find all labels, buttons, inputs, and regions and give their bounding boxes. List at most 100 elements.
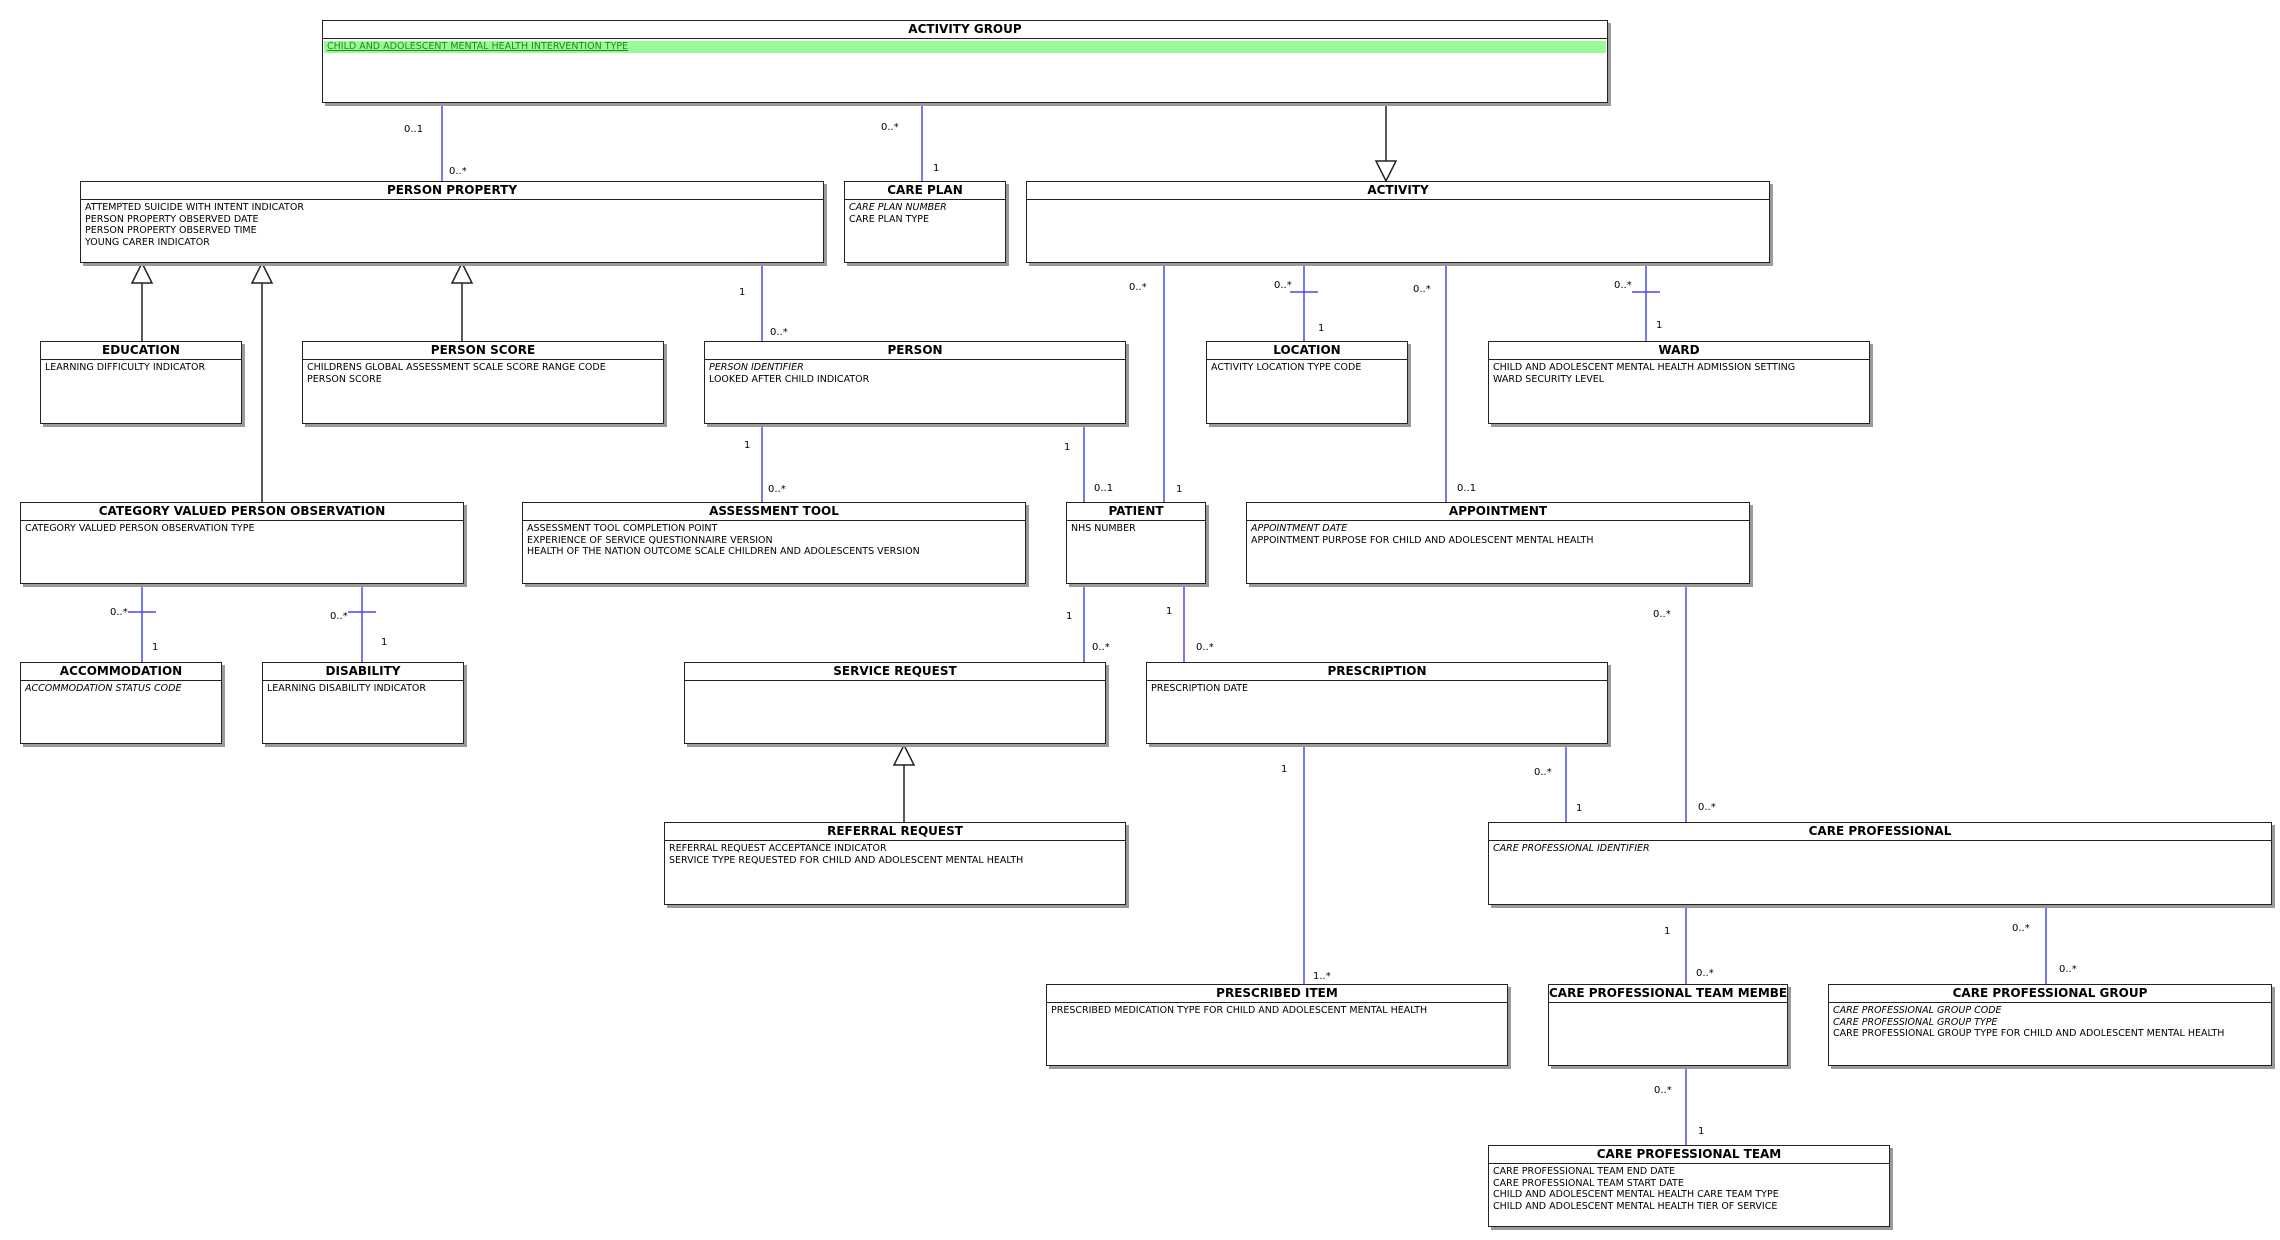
attribute-list: ACCOMMODATION STATUS CODE (21, 681, 221, 697)
multiplicity-label: 1 (1656, 320, 1663, 331)
attribute-list: NHS NUMBER (1067, 521, 1205, 537)
multiplicity-label: 1 (1281, 764, 1288, 775)
entity-title: PRESCRIBED ITEM (1047, 985, 1507, 1003)
attribute: PRESCRIPTION DATE (1151, 683, 1249, 694)
entity-title: CARE PLAN (845, 182, 1005, 200)
multiplicity-label: 0..* (1698, 802, 1716, 813)
entity-title: DISABILITY (263, 663, 463, 681)
entity-disability[interactable]: DISABILITY LEARNING DISABILITY INDICATOR (262, 662, 464, 744)
entity-title: PERSON PROPERTY (81, 182, 823, 200)
attribute: LEARNING DISABILITY INDICATOR (267, 683, 426, 694)
multiplicity-label: 1 (1698, 1126, 1705, 1137)
attribute: REFERRAL REQUEST ACCEPTANCE INDICATOR (669, 843, 887, 854)
multiplicity-label: 0..* (1696, 968, 1714, 979)
generalization-education-arrow (130, 261, 154, 284)
multiplicity-label: 1 (739, 287, 746, 298)
multiplicity-label: 1 (1176, 484, 1183, 495)
entity-care-professional-team-member[interactable]: CARE PROFESSIONAL TEAM MEMBER (1548, 984, 1788, 1066)
entity-service-request[interactable]: SERVICE REQUEST (684, 662, 1106, 744)
multiplicity-label: 0..* (110, 607, 128, 618)
attribute: CHILD AND ADOLESCENT MENTAL HEALTH CARE … (1493, 1189, 1779, 1200)
attribute-list: CHILD AND ADOLESCENT MENTAL HEALTH INTER… (323, 39, 1607, 55)
multiplicity-label: 1..* (1313, 971, 1331, 982)
entity-title: SERVICE REQUEST (685, 663, 1105, 681)
attribute: CARE PLAN TYPE (849, 213, 929, 225)
attribute: LEARNING DIFFICULTY INDICATOR (45, 362, 206, 373)
attribute: PERSON PROPERTY OBSERVED DATE (85, 213, 259, 225)
generalization-personscore-arrow (450, 261, 474, 284)
attribute: CHILD AND ADOLESCENT MENTAL HEALTH TIER … (1493, 1200, 1778, 1212)
multiplicity-label: 0..* (1129, 282, 1147, 293)
multiplicity-label: 1 (1066, 611, 1073, 622)
generalization-cvo-arrow (250, 261, 274, 284)
multiplicity-label: 1 (1576, 803, 1583, 814)
multiplicity-label: 0..* (1654, 1085, 1672, 1096)
attribute-list: ACTIVITY LOCATION TYPE CODE (1207, 360, 1407, 376)
entity-title: CARE PROFESSIONAL GROUP (1829, 985, 2271, 1003)
multiplicity-label: 1 (1318, 323, 1325, 334)
entity-title: PERSON (705, 342, 1125, 360)
multiplicity-label: 0..* (770, 327, 788, 338)
entity-title: ASSESSMENT TOOL (523, 503, 1025, 521)
entity-title: CARE PROFESSIONAL (1489, 823, 2271, 841)
attribute: CARE PROFESSIONAL IDENTIFIER (1493, 843, 1650, 854)
attribute-list: CATEGORY VALUED PERSON OBSERVATION TYPE (21, 521, 463, 537)
entity-title: REFERRAL REQUEST (665, 823, 1125, 841)
attribute-list: CARE PROFESSIONAL IDENTIFIER (1489, 841, 2271, 857)
multiplicity-label: 1 (152, 642, 159, 653)
entity-title: PERSON SCORE (303, 342, 663, 360)
multiplicity-label: 0..* (768, 484, 786, 495)
multiplicity-label: 0..* (1196, 642, 1214, 653)
multiplicity-label: 0..1 (1457, 483, 1477, 494)
entity-title: PRESCRIPTION (1147, 663, 1607, 681)
entity-activity[interactable]: ACTIVITY (1026, 181, 1770, 263)
attribute: CARE PROFESSIONAL GROUP TYPE (1833, 1016, 1998, 1028)
entity-title: WARD (1489, 342, 1869, 360)
entity-prescription[interactable]: PRESCRIPTION PRESCRIPTION DATE (1146, 662, 1608, 744)
multiplicity-label: 1 (933, 163, 940, 174)
attribute: ATTEMPTED SUICIDE WITH INTENT INDICATOR (85, 202, 304, 213)
entity-care-professional[interactable]: CARE PROFESSIONAL CARE PROFESSIONAL IDENT… (1488, 822, 2272, 905)
attribute-list (685, 681, 1105, 685)
attribute: PERSON PROPERTY OBSERVED TIME (85, 225, 257, 236)
attribute: CARE PROFESSIONAL TEAM END DATE (1493, 1166, 1675, 1177)
attribute: ACTIVITY LOCATION TYPE CODE (1211, 362, 1362, 373)
multiplicity-label: 1 (1064, 442, 1071, 453)
attribute-list: CHILDRENS GLOBAL ASSESSMENT SCALE SCORE … (303, 360, 663, 387)
multiplicity-label: 0..* (1534, 767, 1552, 778)
attribute-list: PRESCRIPTION DATE (1147, 681, 1607, 697)
multiplicity-label: 1 (381, 637, 388, 648)
multiplicity-label: 0..* (1092, 642, 1110, 653)
entity-title: ACTIVITY (1027, 182, 1769, 200)
attribute-list: LEARNING DISABILITY INDICATOR (263, 681, 463, 697)
multiplicity-label: 0..* (449, 166, 467, 177)
entity-title: CATEGORY VALUED PERSON OBSERVATION (21, 503, 463, 521)
attribute: CARE PLAN NUMBER (849, 202, 947, 213)
attribute-list (1027, 200, 1769, 204)
